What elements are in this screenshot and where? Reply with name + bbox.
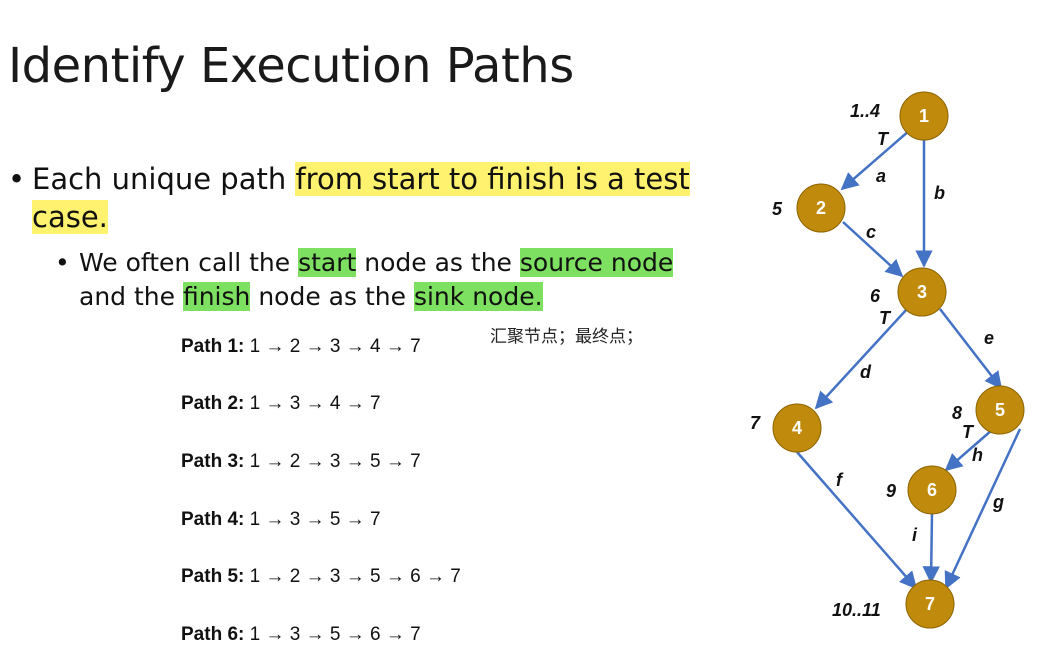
highlight-sink-node: sink node. <box>413 282 543 311</box>
node-id: 1 <box>919 106 929 126</box>
edge-6-7 <box>922 512 940 584</box>
node-2: 2 <box>796 183 846 233</box>
text-segment: and the <box>79 282 183 311</box>
true-marker: T <box>877 129 890 149</box>
bullet-level1: • Each unique path from start to finish … <box>8 160 728 236</box>
path-item: Path 5: 1 → 2 → 3 → 5 → 6 → 7 <box>181 566 461 588</box>
path-label: Path 2: <box>181 393 245 414</box>
path-label: Path 6: <box>181 624 245 645</box>
path-sequence: 1 → 3 → 5 → 6 → 7 <box>249 624 421 645</box>
edge-label-b: b <box>934 183 945 203</box>
node-id: 7 <box>925 594 935 614</box>
edge-label-h: h <box>972 445 983 465</box>
node-side-label: 6 <box>870 286 881 306</box>
node-id: 4 <box>792 418 802 438</box>
edge-5-7 <box>944 428 1022 590</box>
node-id: 6 <box>927 480 937 500</box>
path-sequence: 1 → 3 → 4 → 7 <box>249 393 381 414</box>
node-side-label: 7 <box>750 413 761 433</box>
node-3: 3 <box>897 267 947 317</box>
bullet-level2: • We often call the start node as the so… <box>55 246 715 314</box>
bullet-text: Each unique path from start to finish is… <box>32 160 728 236</box>
path-label: Path 5: <box>181 566 245 587</box>
path-label: Path 3: <box>181 451 245 472</box>
path-item: Path 4: 1 → 3 → 5 → 7 <box>181 509 381 531</box>
true-marker: T <box>962 422 975 442</box>
node-id: 5 <box>995 400 1005 420</box>
node-5: 5 <box>975 385 1025 435</box>
bullet-text-plain: Each unique path <box>32 162 296 196</box>
path-item: Path 1: 1 → 2 → 3 → 4 → 7 <box>181 336 421 358</box>
true-marker: T <box>879 308 892 328</box>
edge-1-2 <box>840 129 911 191</box>
bullet-marker: • <box>8 162 26 196</box>
path-sequence: 1 → 3 → 5 → 7 <box>249 509 381 530</box>
slide-title: Identify Execution Paths <box>8 38 574 94</box>
edge-label-i: i <box>912 525 918 545</box>
node-side-label: 1..4 <box>850 101 880 121</box>
node-side-label: 9 <box>886 481 896 501</box>
edge-2-3 <box>842 221 904 278</box>
highlight-start: start <box>298 248 357 277</box>
node-id: 3 <box>917 282 927 302</box>
text-segment: We often call the <box>79 248 299 277</box>
node-4: 4 <box>772 403 822 453</box>
edge-label-f: f <box>836 470 844 490</box>
highlight-finish: finish <box>182 282 251 311</box>
edge-5-6 <box>944 429 993 472</box>
bullet-text: We often call the start node as the sour… <box>79 246 715 314</box>
node-id: 2 <box>816 198 826 218</box>
highlight-source-node: source node <box>519 248 674 277</box>
edge-label-a: a <box>876 166 886 186</box>
edge-3-5 <box>939 308 1003 390</box>
path-item: Path 6: 1 → 3 → 5 → 6 → 7 <box>181 624 421 646</box>
node-1: 1 <box>899 91 949 141</box>
bullet-marker: • <box>55 248 70 277</box>
edge-label-e: e <box>984 328 994 348</box>
edge-label-d: d <box>860 362 872 382</box>
node-side-label: 8 <box>952 403 962 423</box>
text-segment: node as the <box>250 282 414 311</box>
node-side-label: 5 <box>772 199 783 219</box>
path-sequence: 1 → 2 → 3 → 5 → 7 <box>249 451 421 472</box>
edge-label-g: g <box>992 492 1004 512</box>
edge-4-7 <box>796 451 918 590</box>
edge-label-c: c <box>866 222 876 242</box>
chinese-annotation: 汇聚节点；最终点； <box>490 327 643 347</box>
path-label: Path 4: <box>181 509 245 530</box>
text-segment: node as the <box>356 248 520 277</box>
node-6: 6 <box>907 465 957 515</box>
path-label: Path 1: <box>181 336 245 357</box>
path-sequence: 1 → 2 → 3 → 5 → 6 → 7 <box>249 566 461 587</box>
node-side-label: 10..11 <box>832 600 881 620</box>
edge-3-4 <box>814 308 908 410</box>
node-7: 7 <box>905 579 955 629</box>
path-item: Path 2: 1 → 3 → 4 → 7 <box>181 393 381 415</box>
path-item: Path 3: 1 → 2 → 3 → 5 → 7 <box>181 451 421 473</box>
path-sequence: 1 → 2 → 3 → 4 → 7 <box>249 336 421 357</box>
